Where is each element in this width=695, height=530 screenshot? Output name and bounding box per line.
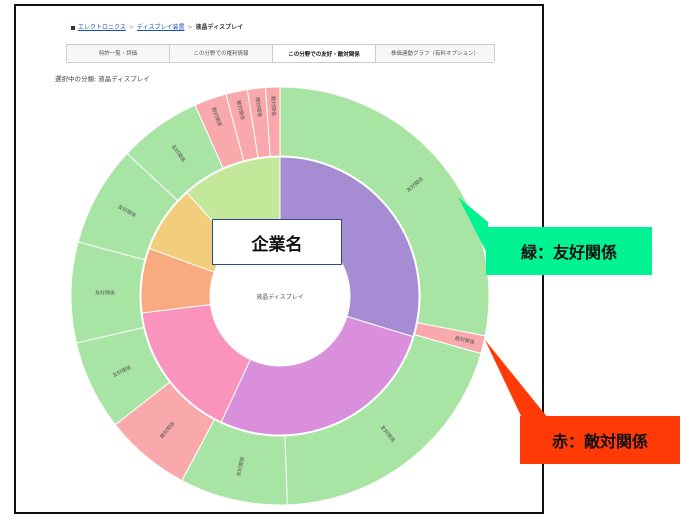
hostile-callout: 赤：敵対関係 [520,416,680,464]
segment-label-hostile: 敵対関係 [235,100,246,121]
segment-label-hostile: 敵対関係 [270,96,278,116]
segment-label-hostile: 敵対関係 [454,335,475,346]
segment-label-friendly: 友好関係 [95,289,115,296]
tab-bar: 特許一覧・評価 この分野での権利情報 この分野での友好・敵対関係 株価連動グラフ… [66,44,495,63]
inner-ring [140,156,420,436]
breadcrumb-separator: > [128,24,134,31]
breadcrumb: エレクトロニクス>ディスプレイ装置>液晶ディスプレイ [71,22,243,31]
company-name-annotation: 企業名 [212,219,342,265]
friendly-callout: 緑：友好関係 [486,227,652,275]
segment-label-hostile: 敵対関係 [254,97,263,118]
inner-segment[interactable] [220,315,414,436]
square-bullet-icon [71,25,75,30]
green-callout-pointer [458,197,488,255]
selected-category: 選択中の分類: 液晶ディスプレイ [55,75,150,83]
breadcrumb-link-display-devices[interactable]: ディスプレイ装置 [136,24,185,31]
outer-segment-hostile[interactable] [264,86,281,157]
center-label: 液晶ディスプレイ [256,293,304,301]
outer-ring [70,86,490,506]
red-callout-pointer [485,340,548,418]
outer-segment-friendly[interactable] [279,86,490,337]
segment-label-friendly: 友好関係 [235,456,246,477]
breadcrumb-link-electronics[interactable]: エレクトロニクス [78,24,126,31]
tab-stock-graph[interactable]: 株価連動グラフ（有料オプション） [375,44,495,61]
breadcrumb-separator: > [187,24,193,31]
breadcrumb-current: 液晶ディスプレイ [195,24,244,31]
